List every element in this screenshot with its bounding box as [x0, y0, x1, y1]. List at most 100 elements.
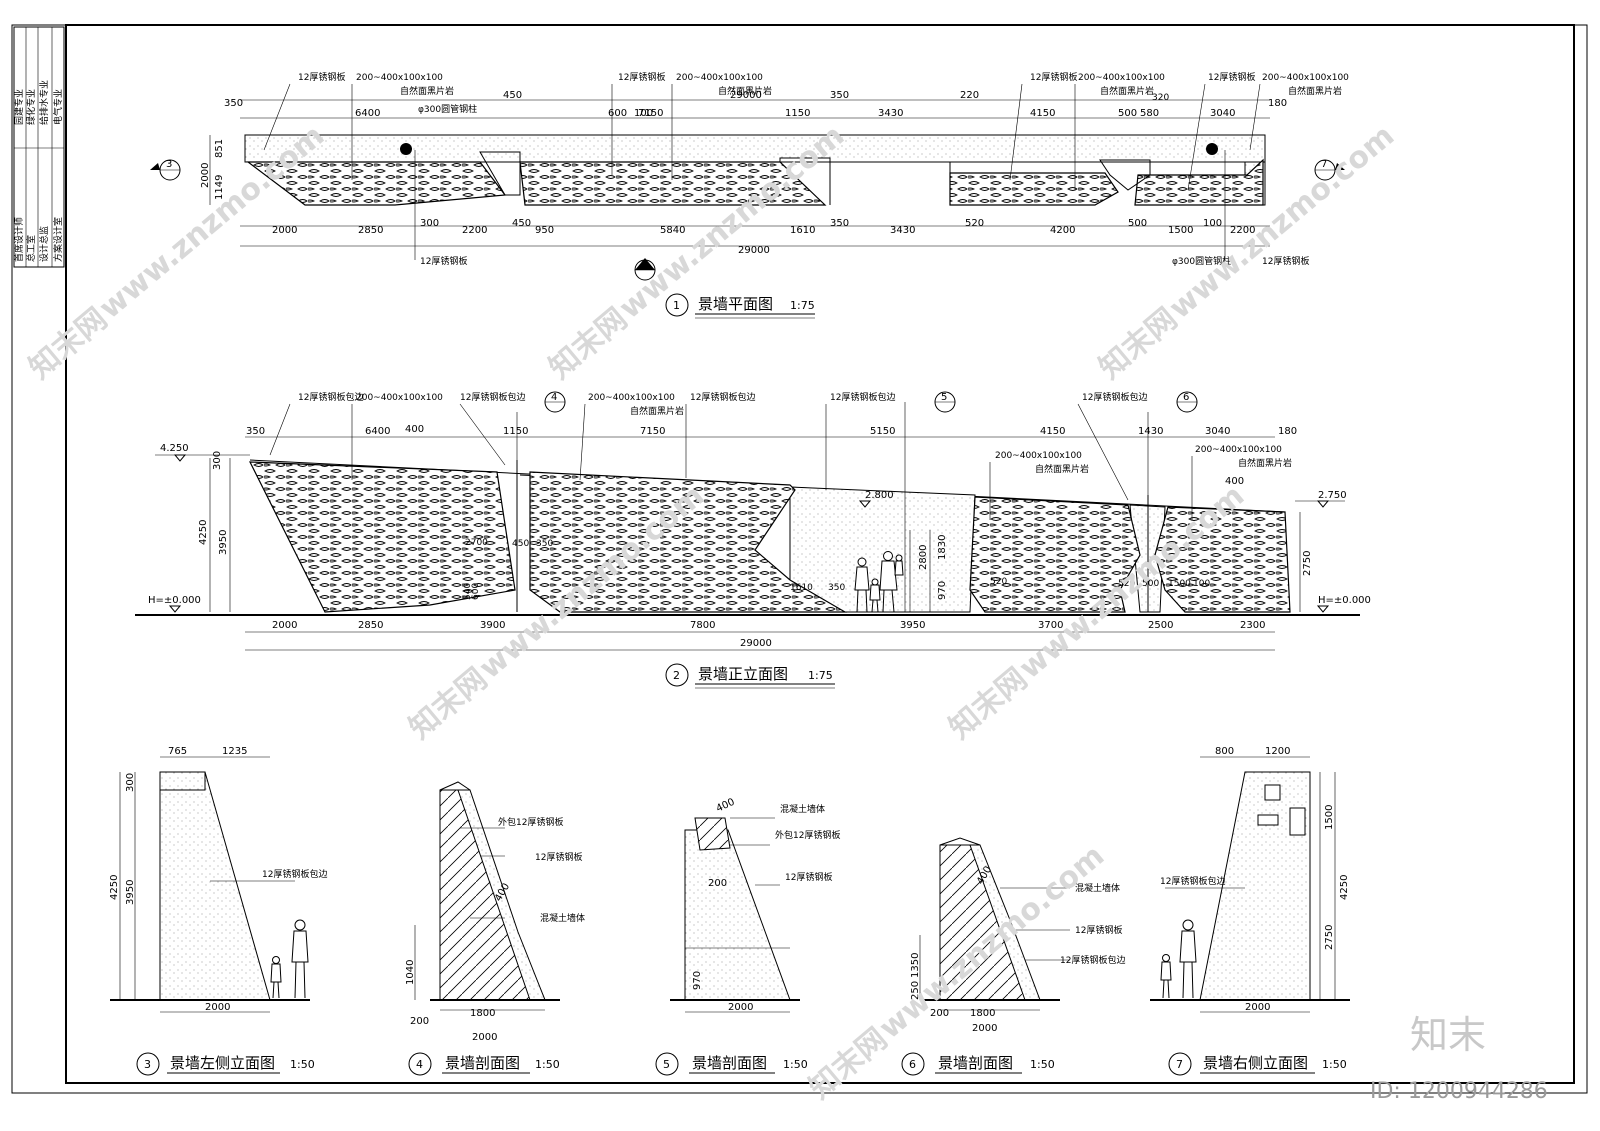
elev-label-wrap-1: 12厚锈钢板包边	[298, 391, 363, 403]
sec3-dim-5: 2000	[205, 1002, 230, 1013]
plan-label-stone-1: 200~400x100x100	[356, 73, 443, 83]
sec3-num: 3	[144, 1058, 151, 1071]
plan-dim-top-5: 350	[830, 90, 849, 101]
watermark-brand-4: 知末网	[403, 661, 494, 746]
elev-inner-7: 520	[990, 577, 1007, 587]
plan-dim-top-11: 3040	[1210, 108, 1235, 119]
elev-inner-0: 2700	[465, 538, 488, 548]
sec5-scale: 1:50	[783, 1058, 808, 1071]
sec4-dim-2: 1040	[405, 960, 416, 985]
elev-dim-bot-6: 2500	[1148, 620, 1173, 631]
watermark-logo: 知末	[1410, 1013, 1486, 1057]
elev-marker-6: 6	[1183, 392, 1189, 403]
sec7-num: 7	[1176, 1058, 1183, 1071]
plan-dim-top-6: 3430	[878, 108, 903, 119]
plan-dim-bot-14: 100	[1203, 218, 1222, 229]
elev-dim-top-4: 5150	[870, 426, 895, 437]
elev-inner-2: 350	[536, 539, 553, 549]
plan-dim-top-3: 7150	[638, 108, 663, 119]
plan-dim-top-9: 500	[1118, 108, 1137, 119]
sec3-dim-3: 4250	[109, 875, 120, 900]
sec5-label-2: 12厚锈钢板	[785, 871, 832, 883]
elev-panel-d	[1154, 506, 1291, 613]
plan-bottom-dims: 2000 2850 300 2200 450 950 5840 1610 350…	[200, 139, 1255, 256]
sec5-dim-3: 2000	[728, 1002, 753, 1013]
tb-text-7: 方案设计室	[52, 217, 64, 262]
plan-side-0: 851	[214, 139, 225, 158]
plan-label-natural-4: 自然面黑片岩	[1288, 85, 1342, 97]
elev-dim-top-6: 1430	[1138, 426, 1163, 437]
plan-dim-bot-6: 5840	[660, 225, 685, 236]
elev-inner-10: 500	[1142, 579, 1159, 589]
plan-top-dims: 350 6400 450 7150 1150 350 3430 220 4150…	[224, 90, 1287, 119]
plan-side-2: 1149	[214, 175, 225, 200]
inner-frame	[65, 24, 1575, 1084]
elev-labels: 12厚锈钢板包边 200~400x100x100 12厚锈钢板包边 200~40…	[269, 391, 1292, 520]
sec3-title: 景墙左侧立面图	[170, 1054, 275, 1072]
watermark-brand-1: 知末网	[23, 301, 114, 386]
plan-label-stone-2: 200~400x100x100	[676, 73, 763, 83]
plan-dim-bot-4: 450	[512, 218, 531, 229]
sec6-label-1: 12厚锈钢板	[1075, 924, 1122, 936]
sec6-scale: 1:50	[1030, 1058, 1055, 1071]
elev-label-natural-2: 自然面黑片岩	[1035, 463, 1089, 475]
sec6-dim-5: 2000	[972, 1023, 997, 1034]
sec5-label-0: 混凝土墙体	[780, 803, 825, 815]
sec5-dim-0: 400	[715, 797, 737, 815]
elev-dim-bot-0: 2000	[272, 620, 297, 631]
plan-title-group: 1 景墙平面图 1:75	[665, 293, 815, 319]
sec3-dim-4: 3950	[125, 880, 136, 905]
sec4-label-1: 12厚锈钢板	[535, 851, 582, 863]
elev-title-num: 2	[673, 669, 680, 682]
sec3-dim-2: 300	[125, 773, 136, 792]
elev-inner-5: 1610	[790, 583, 813, 593]
sec7-dim-2: 1500	[1324, 805, 1335, 830]
tb-text-1: 绿化专业	[25, 89, 37, 125]
plan-side-1: 2000	[200, 163, 211, 188]
elev-label-stone-2: 200~400x100x100	[588, 393, 675, 403]
sec6-dim-3: 200	[930, 1008, 949, 1019]
watermark-brand-3: 知末网	[1093, 301, 1184, 386]
elev-dim-bot-5: 3700	[1038, 620, 1063, 631]
plan-wall-b	[519, 161, 827, 206]
elev-label-stone-1: 200~400x100x100	[356, 393, 443, 403]
plan-label-steel-4: 12厚锈钢板	[1208, 71, 1255, 83]
tb-text-6: 设计总监	[38, 226, 50, 262]
elev-dim-top-2: 1150	[503, 426, 528, 437]
plan-wall-d	[1134, 158, 1264, 206]
plan-marker-7: 7	[1321, 159, 1327, 170]
tb-text-4: 首席设计师	[13, 217, 25, 262]
elev-inner-8: 1500	[1168, 579, 1191, 589]
plan-label-steel-3: 12厚锈钢板	[1030, 71, 1077, 83]
sec3-people	[270, 919, 309, 999]
elev-inner-dims: 2700 450 350 540 600 1610 350 520 1500 1…	[463, 538, 1210, 600]
elev-title-group: 2 景墙正立面图 1:75	[665, 663, 835, 689]
elev-marker-4: 4	[551, 392, 557, 403]
sec4-num: 4	[416, 1058, 423, 1071]
sec6-num: 6	[909, 1058, 916, 1071]
elev-label-natural-3: 自然面黑片岩	[1238, 457, 1292, 469]
sec7-dim-3: 4250	[1339, 875, 1350, 900]
plan-labels: 12厚锈钢板 200~400x100x100 自然面黑片岩 12厚锈钢板 200…	[263, 71, 1349, 267]
elev-level-2750: 2.750	[1318, 490, 1347, 501]
section-3: 765 1235 300 4250 3950 2000 12厚锈钢板包边 3 景…	[109, 746, 327, 1076]
plan-dim-bot-12: 500	[1128, 218, 1147, 229]
plan-column-right	[1206, 143, 1218, 155]
plan-label-steel-5: 12厚锈钢板	[420, 255, 467, 267]
sec4-title: 景墙剖面图	[445, 1054, 520, 1072]
elev-panel-c	[969, 496, 1141, 613]
elev-side-970: 970	[937, 581, 948, 600]
watermark-site-1: www.znzmo.com	[93, 118, 331, 326]
plan-dim-bot-9: 3430	[890, 225, 915, 236]
elev-dim-bot-3: 7800	[690, 620, 715, 631]
sec7-dim-0: 800	[1215, 746, 1234, 757]
elev-level-2800: 2.800	[865, 490, 894, 501]
plan-dim-bot-7: 1610	[790, 225, 815, 236]
plan-dim-top-8: 4150	[1030, 108, 1055, 119]
elev-inner-3: 540	[463, 583, 473, 600]
plan-label-natural-3: 自然面黑片岩	[1100, 85, 1154, 97]
elev-title: 景墙正立面图	[698, 665, 788, 683]
plan-label-steel-1: 12厚锈钢板	[298, 71, 345, 83]
elev-side-2750: 2750	[1302, 551, 1313, 576]
sec7-scale: 1:50	[1322, 1058, 1347, 1071]
